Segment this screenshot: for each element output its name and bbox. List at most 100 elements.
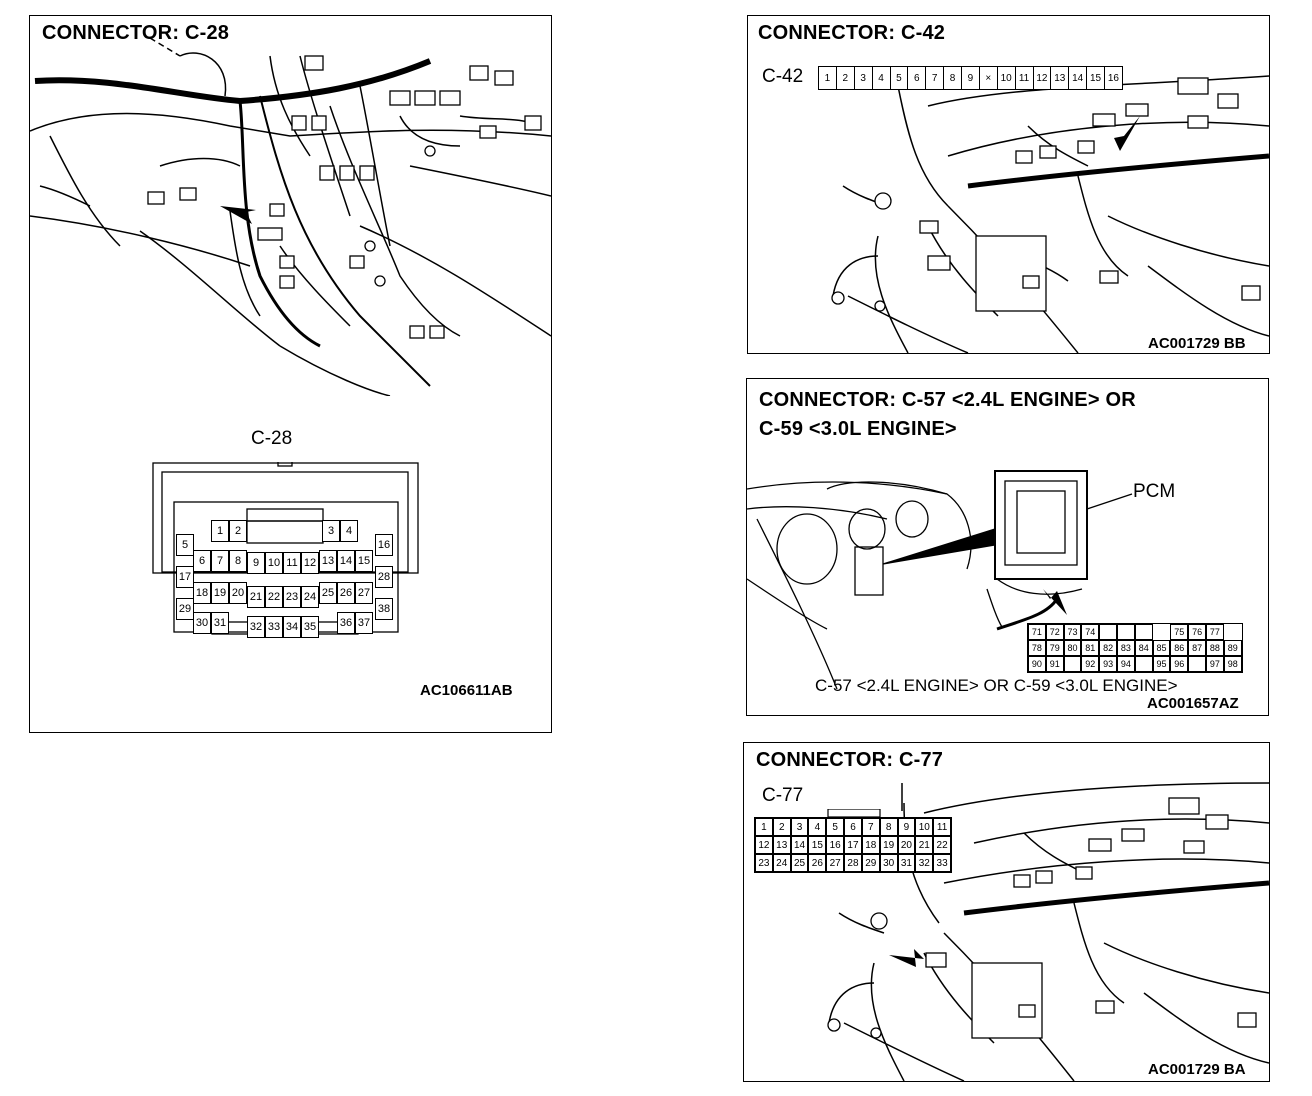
- pin-cell: 78: [1028, 640, 1046, 656]
- figure-code: AC001729 BB: [1148, 335, 1246, 352]
- pin-cell: 31: [211, 612, 229, 634]
- pin-cell: 30: [879, 854, 898, 872]
- pin-cell: 73: [1063, 624, 1082, 640]
- pin-cell: 25: [319, 582, 337, 604]
- panel-title: CONNECTOR: C-77: [756, 749, 944, 771]
- pin-cell: 24: [301, 586, 319, 608]
- pin-cell: 33: [933, 854, 951, 872]
- connector-label: C-77: [762, 785, 804, 806]
- pin-cell: [1188, 656, 1206, 672]
- pin-cell: 2: [837, 67, 855, 89]
- pin-cell: 17: [176, 566, 194, 588]
- pin-cell: 16: [1107, 72, 1119, 84]
- pin-cell: 7: [861, 818, 880, 836]
- pin-cell: 10: [998, 67, 1016, 89]
- pin-cell: 14: [337, 550, 355, 572]
- pin-cell: 16: [375, 534, 393, 556]
- pin-cell: [1134, 624, 1153, 640]
- pin-cell: 95: [1152, 656, 1171, 672]
- pin-cell: 15: [355, 550, 373, 572]
- pin-cell: 26: [337, 582, 355, 604]
- pin-cell: 92: [1081, 656, 1100, 672]
- pin-cell: 34: [283, 616, 301, 638]
- pin-cell: 25: [790, 854, 809, 872]
- pin-cell: 79: [1045, 640, 1064, 656]
- pin-cell: 8: [879, 818, 898, 836]
- pin-cell: 38: [375, 598, 393, 620]
- figure-code: AC001657AZ: [1147, 695, 1239, 712]
- pin-cell: 10: [915, 818, 934, 836]
- pin-cell: 14: [790, 836, 809, 854]
- panel-title: CONNECTOR: C-42: [758, 22, 946, 44]
- pin-cell: 8: [229, 550, 247, 572]
- pin-cell: 27: [355, 582, 373, 604]
- pin-cell: 10: [265, 552, 283, 574]
- pin-cell: [1117, 624, 1135, 640]
- pin-cell: 91: [1045, 656, 1064, 672]
- pin-cell: 20: [897, 836, 916, 854]
- pin-cell: 15: [808, 836, 827, 854]
- pin-cell: 23: [755, 854, 773, 872]
- pin-cell: [1099, 624, 1117, 640]
- pin-cell: 21: [247, 586, 265, 608]
- pin-cell: 9: [962, 67, 980, 89]
- pin-cell: 1: [211, 520, 229, 542]
- pin-cell: 83: [1117, 640, 1135, 656]
- panel-title-line2: C-59 <3.0L ENGINE>: [759, 418, 957, 440]
- pin-cell: 82: [1099, 640, 1117, 656]
- pin-cell: 7: [211, 550, 229, 572]
- pin-cell: 3: [322, 520, 340, 542]
- pin-cell: 72: [1045, 624, 1064, 640]
- pin-cell: 90: [1028, 656, 1046, 672]
- pin-cell: 93: [1099, 656, 1117, 672]
- pin-cell: 85: [1152, 640, 1171, 656]
- pin-cell: 37: [355, 612, 373, 634]
- pin-cell: 21: [915, 836, 934, 854]
- pin-cell: 29: [861, 854, 880, 872]
- pin-cell: 9: [897, 818, 916, 836]
- pin-cell: 11: [1016, 67, 1034, 89]
- pin-cell: 35: [301, 616, 319, 638]
- pin-cell: 15: [1087, 67, 1105, 89]
- pin-cell: 16: [826, 836, 845, 854]
- pin-cell: ×: [980, 67, 998, 89]
- pin-cell: 32: [247, 616, 265, 638]
- pin-cell: 86: [1170, 640, 1189, 656]
- pin-cell: 76: [1188, 624, 1206, 640]
- wiring-illustration-c28: [30, 37, 551, 396]
- pin-cell: 1: [755, 818, 773, 836]
- pin-cell: 1: [819, 67, 837, 89]
- wiring-illustration-c42: [831, 75, 1269, 353]
- pin-cell: 3: [790, 818, 809, 836]
- pin-cell: 26: [808, 854, 827, 872]
- pin-cell: 98: [1223, 656, 1242, 672]
- pin-cell: 84: [1134, 640, 1153, 656]
- pin-cell: 12: [755, 836, 773, 854]
- pin-cell: 36: [337, 612, 355, 634]
- pcm-label: PCM: [1133, 481, 1176, 502]
- pin-cell: 13: [319, 550, 337, 572]
- pin-cell: 30: [193, 612, 211, 634]
- pin-cell: 18: [861, 836, 880, 854]
- pin-cell: 31: [897, 854, 916, 872]
- pin-cell: 32: [915, 854, 934, 872]
- pcm-illustration: [747, 470, 1133, 690]
- pin-cell: 4: [340, 520, 358, 542]
- pin-cell: 75: [1170, 624, 1189, 640]
- pin-cell: 33: [265, 616, 283, 638]
- pin-cell: 2: [229, 520, 247, 542]
- pin-cell: 20: [229, 582, 247, 604]
- pin-cell: 11: [283, 552, 301, 574]
- panel-c57: CONNECTOR: C-57 <2.4L ENGINE> OR C-59 <3…: [746, 378, 1269, 716]
- pin-cell: 87: [1188, 640, 1206, 656]
- pin-cell: [1063, 656, 1082, 672]
- panel-title: CONNECTOR: C-28: [42, 22, 230, 44]
- pin-cell: 5: [826, 818, 845, 836]
